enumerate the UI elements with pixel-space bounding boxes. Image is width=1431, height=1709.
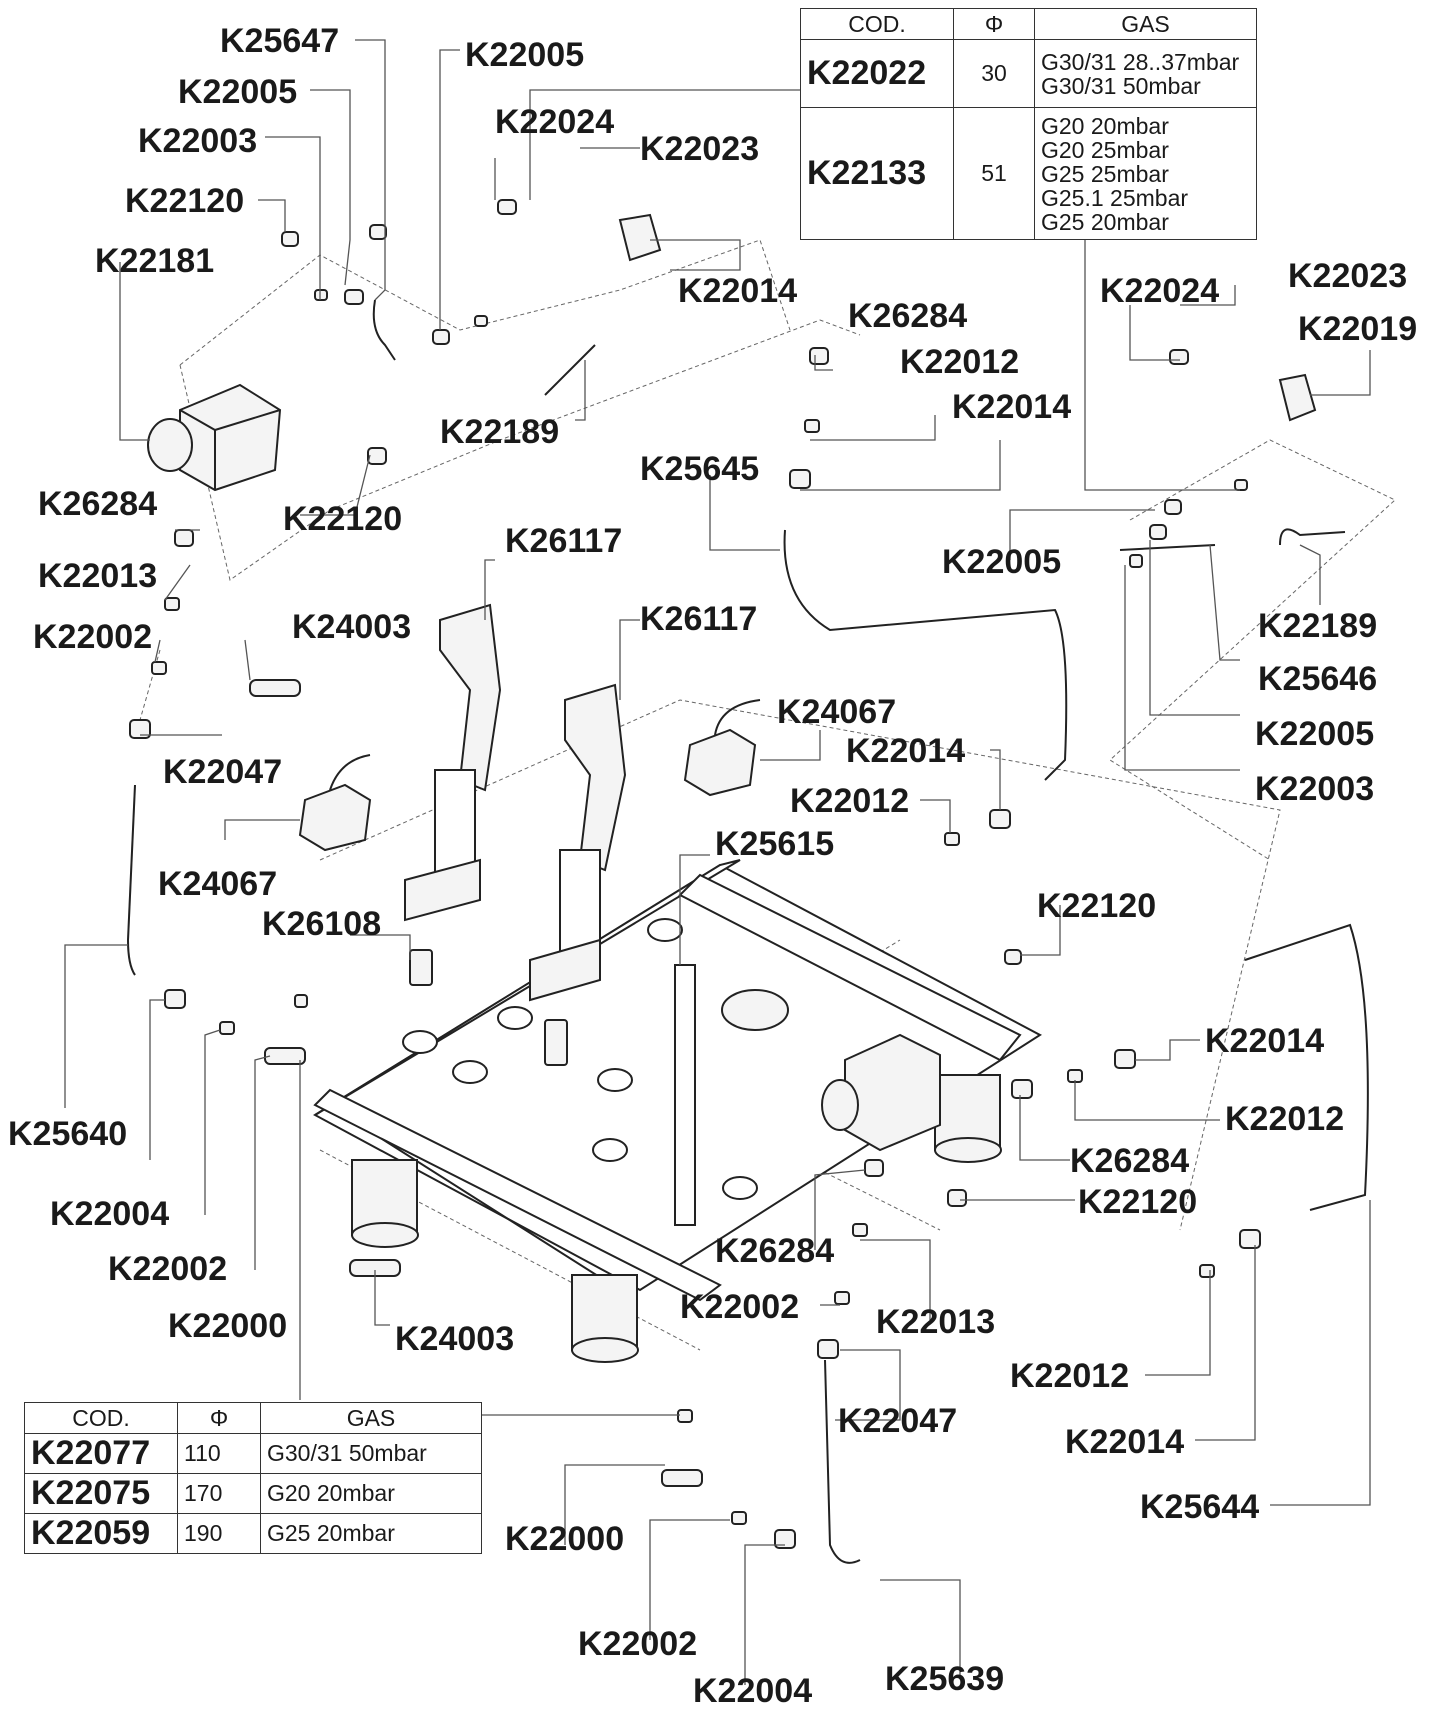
part-label: K22002 bbox=[33, 618, 152, 656]
col-header-cod: COD. bbox=[24, 1402, 178, 1434]
row-gas: G30/31 50mbar bbox=[260, 1433, 482, 1474]
part-label: K22012 bbox=[790, 782, 909, 820]
part-label: K24003 bbox=[395, 1320, 514, 1358]
part-label: K22004 bbox=[50, 1195, 169, 1233]
part-label: K22005 bbox=[178, 73, 297, 111]
nozzle-table-bottom: COD. Φ GAS K22077 110 G30/31 50mbar K220… bbox=[24, 1402, 482, 1554]
row-gas: G30/31 28..37mbar G30/31 50mbar bbox=[1034, 39, 1257, 108]
part-labels: K25647 K22005 K22003 K22120 K22181 K2200… bbox=[8, 22, 1417, 1709]
part-label: K25646 bbox=[1258, 660, 1377, 698]
part-label: K22024 bbox=[1100, 272, 1219, 310]
row-gas: G20 20mbar G20 25mbar G25 25mbar G25.1 2… bbox=[1034, 107, 1257, 240]
gas-valve-block bbox=[147, 383, 282, 492]
fittings bbox=[129, 199, 1346, 1549]
row-code: K22022 bbox=[800, 39, 954, 108]
part-label: K25640 bbox=[8, 1115, 127, 1153]
part-label: K22005 bbox=[1255, 715, 1374, 753]
part-label: K22014 bbox=[1065, 1423, 1184, 1461]
col-header-phi: Φ bbox=[953, 8, 1035, 40]
col-header-phi: Φ bbox=[177, 1402, 261, 1434]
part-label: K22019 bbox=[1298, 310, 1417, 348]
row-gas: G25 20mbar bbox=[260, 1513, 482, 1554]
gas-line: G25.1 25mbar bbox=[1041, 184, 1189, 211]
part-label: K22005 bbox=[942, 543, 1061, 581]
gas-line: G20 25mbar bbox=[1041, 136, 1169, 163]
part-label: K22120 bbox=[125, 182, 244, 220]
col-header-gas: GAS bbox=[1034, 8, 1257, 40]
part-label: K25645 bbox=[640, 450, 759, 488]
part-label: K26284 bbox=[1070, 1142, 1189, 1180]
part-label: K24067 bbox=[158, 865, 277, 903]
row-phi: 110 bbox=[177, 1433, 261, 1474]
part-label: K24067 bbox=[777, 693, 896, 731]
gas-line: G25 20mbar bbox=[1041, 208, 1169, 235]
part-label: K22023 bbox=[1288, 257, 1407, 295]
spark-generators bbox=[298, 699, 761, 852]
part-label: K22014 bbox=[678, 272, 797, 310]
gas-line: G25 25mbar bbox=[1041, 160, 1169, 187]
part-label: K22005 bbox=[465, 36, 584, 74]
part-label: K22120 bbox=[1037, 887, 1156, 925]
part-label: K26108 bbox=[262, 905, 381, 943]
row-code: K22075 bbox=[24, 1473, 178, 1514]
row-gas: G20 20mbar bbox=[260, 1473, 482, 1514]
part-label: K22120 bbox=[283, 500, 402, 538]
part-label: K22002 bbox=[680, 1288, 799, 1326]
part-label: K26117 bbox=[505, 522, 622, 560]
part-label: K22023 bbox=[640, 130, 759, 168]
part-label: K22000 bbox=[168, 1307, 287, 1345]
part-label: K26284 bbox=[715, 1232, 834, 1270]
part-label: K22181 bbox=[95, 242, 214, 280]
part-label: K25644 bbox=[1140, 1488, 1259, 1526]
part-label: K22014 bbox=[846, 732, 965, 770]
part-label: K22003 bbox=[138, 122, 257, 160]
part-label: K25647 bbox=[220, 22, 339, 60]
part-label: K22189 bbox=[1258, 607, 1377, 645]
part-label: K22013 bbox=[876, 1303, 995, 1341]
part-label: K22004 bbox=[693, 1672, 812, 1709]
part-label: K22012 bbox=[1225, 1100, 1344, 1138]
gas-tubes bbox=[126, 299, 1369, 1564]
gas-line: G30/31 28..37mbar bbox=[1041, 48, 1240, 75]
row-phi: 170 bbox=[177, 1473, 261, 1514]
col-header-cod: COD. bbox=[800, 8, 954, 40]
row-code: K22059 bbox=[24, 1513, 178, 1554]
row-phi: 51 bbox=[953, 107, 1035, 240]
part-label: K22014 bbox=[952, 388, 1071, 426]
part-label: K26117 bbox=[640, 600, 757, 638]
part-label: K26284 bbox=[848, 297, 967, 335]
row-phi: 30 bbox=[953, 39, 1035, 108]
part-label: K25615 bbox=[715, 825, 834, 863]
part-label: K22014 bbox=[1205, 1022, 1324, 1060]
gas-line: G30/31 50mbar bbox=[1041, 72, 1201, 99]
part-label: K22002 bbox=[578, 1625, 697, 1663]
col-header-gas: GAS bbox=[260, 1402, 482, 1434]
gas-line: G20 20mbar bbox=[1041, 112, 1169, 139]
part-label: K22002 bbox=[108, 1250, 227, 1288]
part-label: K22024 bbox=[495, 103, 614, 141]
part-label: K25639 bbox=[885, 1660, 1004, 1698]
part-label: K22120 bbox=[1078, 1183, 1197, 1221]
row-code: K22077 bbox=[24, 1433, 178, 1474]
part-label: K22047 bbox=[838, 1402, 957, 1440]
row-code: K22133 bbox=[800, 107, 954, 240]
part-label: K22013 bbox=[38, 557, 157, 595]
nozzle-table-top: COD. Φ GAS K22022 30 G30/31 28..37mbar G… bbox=[800, 8, 1257, 240]
part-label: K22012 bbox=[1010, 1357, 1129, 1395]
burner-frame bbox=[313, 859, 1042, 1363]
part-label: K24003 bbox=[292, 608, 411, 646]
part-label: K22189 bbox=[440, 413, 559, 451]
part-label: K22003 bbox=[1255, 770, 1374, 808]
part-label: K22012 bbox=[900, 343, 1019, 381]
row-phi: 190 bbox=[177, 1513, 261, 1554]
part-label: K26284 bbox=[38, 485, 157, 523]
part-label: K22000 bbox=[505, 1520, 624, 1558]
ignition-arms bbox=[404, 603, 627, 1002]
part-label: K22047 bbox=[163, 753, 282, 791]
